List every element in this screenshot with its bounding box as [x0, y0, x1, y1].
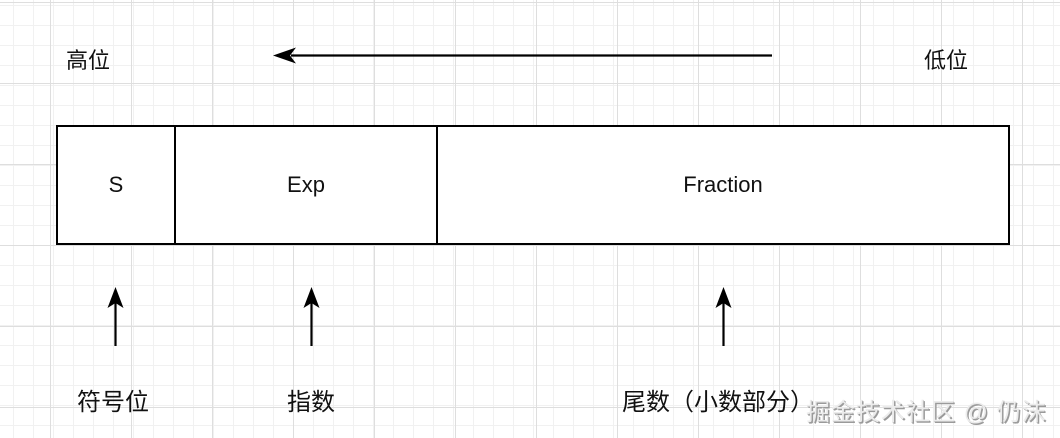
section-sign: S: [58, 127, 176, 243]
direction-arrow-icon: [273, 47, 773, 69]
exponent-label: 指数: [287, 389, 335, 416]
section-exponent: Exp: [176, 127, 438, 243]
section-exponent-label: Exp: [287, 172, 325, 197]
mantissa-label: 尾数（小数部分）: [622, 389, 814, 416]
section-sign-label: S: [108, 172, 124, 197]
high-bit-label: 高位: [66, 48, 111, 73]
section-fraction-label: Fraction: [683, 172, 763, 197]
low-bit-label: 低位: [924, 48, 969, 73]
section-fraction: Fraction: [438, 127, 1008, 243]
format-box: S Exp Fraction: [56, 125, 1010, 245]
exponent-pointer-arrow-icon: [303, 287, 320, 352]
sign-bit-label: 符号位: [77, 389, 149, 416]
sign-pointer-arrow-icon: [107, 287, 124, 352]
watermark: 掘金技术社区 @ 仍沫: [806, 399, 1047, 426]
mantissa-pointer-arrow-icon: [715, 287, 732, 352]
